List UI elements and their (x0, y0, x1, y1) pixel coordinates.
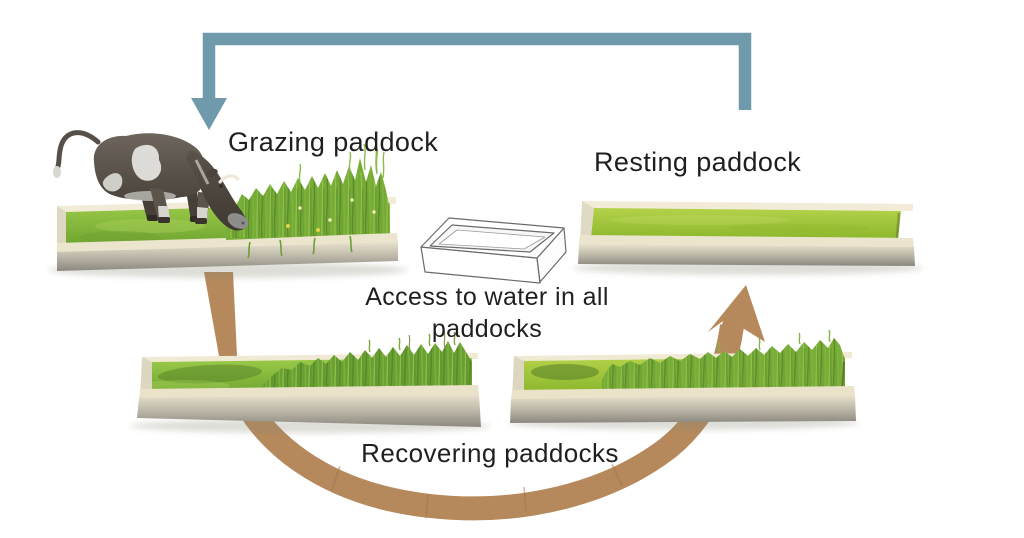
recovering-paddock-left-illustration (130, 330, 490, 433)
tall-grass-texture (258, 341, 472, 393)
tray-left-cap (580, 201, 594, 244)
grass-shadow-patch (158, 364, 262, 384)
cow-neck-streak (194, 159, 210, 185)
return-arrow-shaft (202, 32, 752, 110)
cow-hoof (158, 217, 170, 223)
grass-stems (718, 329, 831, 353)
tall-grass-stems (298, 139, 385, 183)
cow-eye (219, 184, 223, 188)
tray-left-cap (57, 206, 66, 252)
grass-flowers (286, 198, 376, 232)
recovering-paddock-right-illustration (509, 329, 859, 430)
tray-front-face (57, 242, 398, 271)
tray-front-face (578, 244, 915, 266)
cow-leg-sock (197, 207, 208, 221)
water-trough-icon (420, 217, 567, 284)
tall-grass-stems (368, 331, 456, 353)
cow-white-patch (102, 173, 123, 192)
water-access-label: Access to water in all paddocks (365, 283, 609, 343)
grazed-shadow-patch (80, 231, 160, 243)
tray-front-face (510, 395, 856, 423)
grazing-to-recovering-arrow-icon (204, 272, 237, 356)
grass-spill-front (247, 235, 353, 259)
grazed-light-patch (95, 219, 205, 233)
cow-leg-sock (158, 206, 170, 220)
resting-paddock-label: Resting paddock (594, 147, 802, 177)
cow-belly (124, 191, 176, 201)
resting-paddock-illustration (573, 201, 923, 275)
cow-white-patch (131, 144, 162, 181)
recovery-arc-seams (331, 463, 623, 519)
tray-back-rim (582, 201, 913, 211)
grazing-paddock-label: Grazing paddock (228, 127, 439, 157)
dry-grass-stems (408, 330, 446, 351)
grass-edge-shadow (895, 212, 901, 239)
trough-inner-floor (438, 229, 546, 250)
tray-front-face (137, 394, 481, 427)
grass-light-streak (610, 215, 790, 225)
recovering-paddocks-label: Recovering paddocks (361, 438, 619, 468)
tray-left-cap (512, 356, 524, 400)
grass-dark-streak (730, 224, 870, 232)
cow-hoof (147, 215, 158, 221)
recovery-arrow-head (708, 285, 765, 354)
grass-surface (591, 208, 901, 239)
cow-hoof (195, 218, 207, 224)
cow-horn (218, 174, 240, 184)
tray-left-cap (140, 357, 152, 399)
graze-out-band (204, 272, 237, 356)
grass-shadow-patch (531, 364, 599, 380)
tray-front-rim (579, 235, 914, 247)
grass-edge-shadow (841, 361, 845, 389)
cow-icon (53, 130, 249, 231)
cow-tail-tuft (53, 166, 61, 178)
cow-tail (54, 130, 101, 172)
resting-to-grazing-arrow-icon (191, 32, 752, 130)
cow-ear (206, 168, 218, 178)
cow-muzzle (227, 213, 249, 229)
tray-front-rim (57, 233, 398, 253)
cow-nostril (241, 221, 245, 225)
return-arrow-head (191, 98, 227, 130)
medium-grass-texture (602, 338, 845, 392)
tall-grass-texture (226, 158, 389, 240)
